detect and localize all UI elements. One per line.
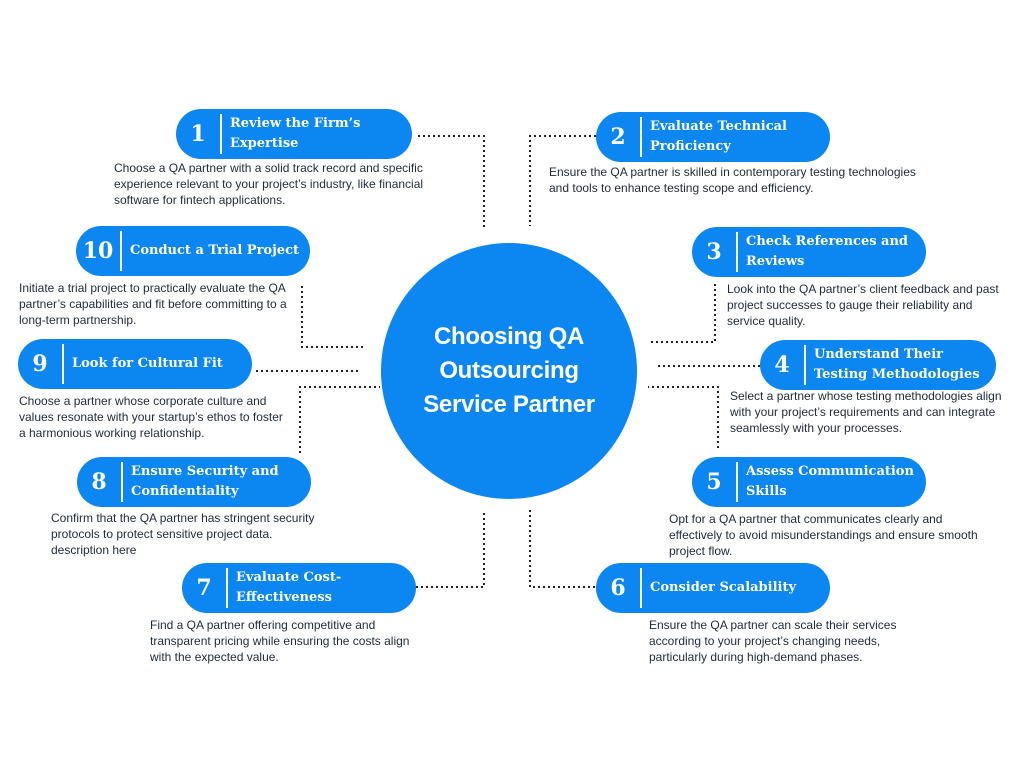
step-8-number: 8 xyxy=(77,462,123,502)
connector-5 xyxy=(648,386,719,448)
step-2-pill: 2 Evaluate Technical Proficiency xyxy=(596,112,830,162)
step-6-pill: 6 Consider Scalability xyxy=(596,563,830,613)
connector-1 xyxy=(418,135,485,228)
step-9-title: Look for Cultural Fit xyxy=(72,356,223,371)
step-3-title: Check References and Reviews xyxy=(746,234,909,269)
step-3-number: 3 xyxy=(692,232,738,272)
step-6-description: Ensure the QA partner can scale their se… xyxy=(649,618,897,664)
step-8-pill: 8 Ensure Security and Confidentiality xyxy=(77,457,311,507)
step-10-title: Conduct a Trial Project xyxy=(130,243,299,258)
step-2-title: Evaluate Technical Proficiency xyxy=(650,119,787,154)
step-10-pill: 10 Conduct a Trial Project xyxy=(76,226,310,276)
step-4-description: Select a partner whose testing methodolo… xyxy=(730,389,1002,435)
connector-10 xyxy=(301,286,366,348)
center-circle: Choosing QA Outsourcing Service Partner xyxy=(381,243,637,499)
step-9-number: 9 xyxy=(18,344,64,384)
step-8-description: Confirm that the QA partner has stringen… xyxy=(51,511,315,557)
step-3-description: Look into the QA partner’s client feedba… xyxy=(727,282,999,328)
step-2-number: 2 xyxy=(596,117,642,157)
step-1-title: Review the Firm’s Expertise xyxy=(230,116,361,151)
step-5-title: Assess Communication Skills xyxy=(746,464,914,499)
step-6-number: 6 xyxy=(596,568,642,608)
step-9-description: Choose a partner whose corporate culture… xyxy=(19,394,283,440)
step-2-description: Ensure the QA partner is skilled in cont… xyxy=(549,165,916,195)
step-6-title: Consider Scalability xyxy=(650,580,797,595)
connector-2 xyxy=(529,135,596,226)
step-7-title: Evaluate Cost-Effectiveness xyxy=(236,570,342,605)
step-5-description: Opt for a QA partner that communicates c… xyxy=(669,512,978,558)
step-1-pill: 1 Review the Firm’s Expertise xyxy=(176,109,412,159)
center-title: Choosing QA Outsourcing Service Partner xyxy=(423,323,595,418)
step-5-pill: 5 Assess Communication Skills xyxy=(692,457,926,507)
step-10-number: 10 xyxy=(76,231,122,271)
step-4-number: 4 xyxy=(760,345,806,385)
step-7-description: Find a QA partner offering competitive a… xyxy=(150,618,410,664)
step-10-description: Initiate a trial project to practically … xyxy=(19,281,287,327)
step-7-number: 7 xyxy=(182,568,228,608)
step-1-number: 1 xyxy=(176,114,222,154)
step-5-number: 5 xyxy=(692,462,738,502)
connector-6 xyxy=(529,510,600,588)
connector-3 xyxy=(650,284,716,343)
connector-8 xyxy=(299,386,380,453)
step-8-title: Ensure Security and Confidentiality xyxy=(131,464,279,499)
step-9-pill: 9 Look for Cultural Fit xyxy=(18,339,252,389)
step-7-pill: 7 Evaluate Cost-Effectiveness xyxy=(182,563,416,613)
step-3-pill: 3 Check References and Reviews xyxy=(692,227,926,277)
step-4-title: Understand Their Testing Methodologies xyxy=(814,347,980,382)
step-4-pill: 4 Understand Their Testing Methodologies xyxy=(760,340,996,390)
connector-7 xyxy=(416,512,485,588)
step-1-description: Choose a QA partner with a solid track r… xyxy=(114,161,424,207)
